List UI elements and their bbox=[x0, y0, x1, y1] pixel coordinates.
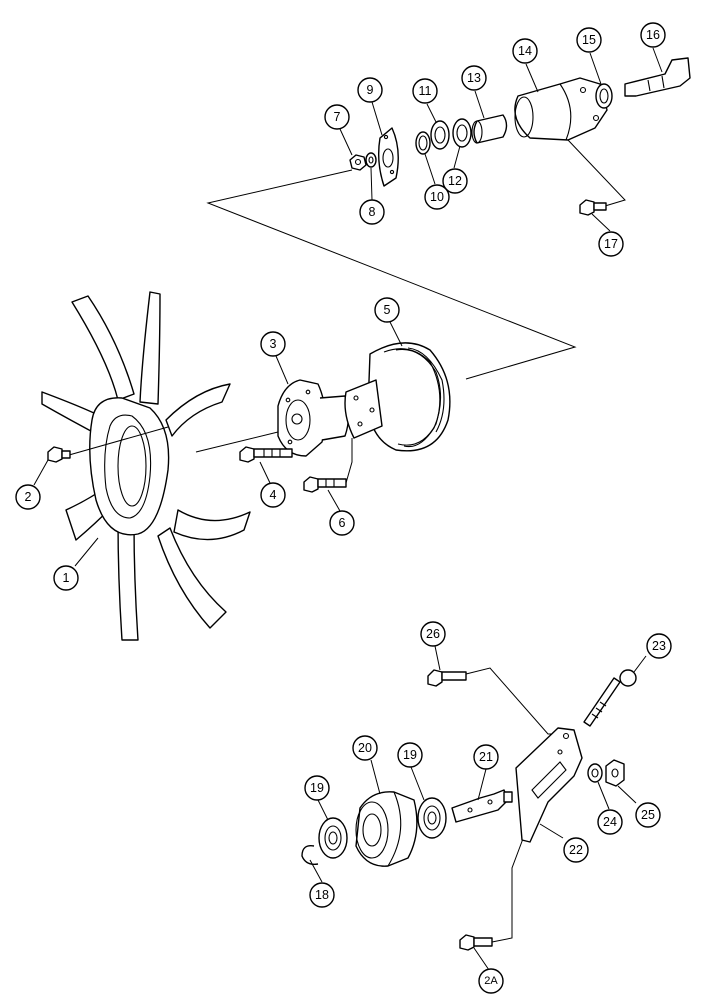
callout-17: 17 bbox=[598, 231, 624, 257]
svg-text:13: 13 bbox=[467, 71, 481, 85]
callout-18: 18 bbox=[309, 882, 335, 908]
svg-text:2: 2 bbox=[25, 490, 32, 504]
svg-text:16: 16 bbox=[646, 28, 660, 42]
svg-text:23: 23 bbox=[652, 639, 666, 653]
svg-text:18: 18 bbox=[315, 888, 329, 902]
svg-text:11: 11 bbox=[419, 84, 432, 98]
callout-26: 26 bbox=[420, 621, 446, 647]
svg-text:26: 26 bbox=[426, 627, 440, 641]
svg-text:10: 10 bbox=[430, 190, 444, 204]
callout-4: 4 bbox=[260, 482, 286, 508]
washer-part-8 bbox=[365, 152, 377, 168]
svg-text:3: 3 bbox=[270, 337, 277, 351]
callout-15: 15 bbox=[576, 27, 602, 53]
callout-22: 22 bbox=[563, 837, 589, 863]
svg-text:8: 8 bbox=[369, 205, 376, 219]
callout-7: 7 bbox=[324, 104, 350, 130]
bearing-part-19-left bbox=[318, 817, 348, 859]
callout-1: 1 bbox=[53, 565, 79, 591]
callout-10: 10 bbox=[424, 184, 450, 210]
svg-text:15: 15 bbox=[582, 33, 596, 47]
shaft-part-21 bbox=[451, 789, 513, 823]
pump-shaft-assembly bbox=[206, 57, 691, 380]
svg-text:12: 12 bbox=[448, 174, 462, 188]
bolt-part-17 bbox=[579, 199, 607, 216]
callout-19-right: 19 bbox=[397, 742, 423, 768]
svg-text:6: 6 bbox=[339, 516, 346, 530]
bearing-part-11 bbox=[430, 120, 450, 150]
svg-text:19: 19 bbox=[310, 781, 324, 795]
shaft-part-16 bbox=[624, 57, 691, 97]
callout-19-left: 19 bbox=[304, 775, 330, 801]
callout-11: 11 bbox=[412, 78, 438, 104]
callout-9: 9 bbox=[357, 77, 383, 103]
bracket-part-22 bbox=[515, 727, 583, 843]
callouts: 1 2 2A 3 4 5 6 7 8 9 10 11 12 13 14 15 1… bbox=[15, 22, 672, 994]
callout-14: 14 bbox=[512, 38, 538, 64]
callout-16: 16 bbox=[640, 22, 666, 48]
svg-text:2A: 2A bbox=[484, 975, 498, 987]
svg-text:1: 1 bbox=[63, 571, 70, 585]
nut-part-25 bbox=[605, 759, 625, 787]
bolt-part-6 bbox=[303, 476, 347, 493]
washer-part-24 bbox=[587, 763, 603, 783]
fan-pulley-assembly bbox=[41, 291, 451, 641]
bolt-part-2a bbox=[459, 934, 493, 951]
svg-text:4: 4 bbox=[270, 488, 277, 502]
callout-2a: 2A bbox=[478, 968, 504, 994]
idler-assembly bbox=[301, 667, 637, 951]
svg-text:22: 22 bbox=[569, 843, 583, 857]
callout-3: 3 bbox=[260, 331, 286, 357]
svg-text:5: 5 bbox=[384, 303, 391, 317]
spacer-part-13 bbox=[471, 114, 508, 144]
bearing-part-19-right bbox=[417, 797, 447, 839]
bolt-part-4 bbox=[239, 446, 293, 463]
callout-2: 2 bbox=[15, 484, 41, 510]
housing-part-14 bbox=[514, 77, 608, 141]
hub-part-3 bbox=[277, 379, 350, 457]
svg-text:21: 21 bbox=[479, 750, 493, 764]
snap-ring-part-10 bbox=[415, 131, 431, 155]
callout-8: 8 bbox=[359, 199, 385, 225]
callout-25: 25 bbox=[635, 802, 661, 828]
svg-text:14: 14 bbox=[518, 44, 532, 58]
svg-text:9: 9 bbox=[367, 83, 374, 97]
bolt-part-2 bbox=[47, 446, 71, 463]
flange-part-9 bbox=[377, 127, 399, 187]
leader-lines bbox=[33, 47, 663, 971]
callout-13: 13 bbox=[461, 65, 487, 91]
svg-text:24: 24 bbox=[603, 815, 617, 829]
svg-text:19: 19 bbox=[403, 748, 417, 762]
callout-21: 21 bbox=[473, 744, 499, 770]
svg-text:20: 20 bbox=[358, 741, 372, 755]
bolt-part-26 bbox=[427, 669, 467, 687]
callout-6: 6 bbox=[329, 510, 355, 536]
callout-20: 20 bbox=[352, 735, 378, 761]
callout-24: 24 bbox=[597, 809, 623, 835]
callout-12: 12 bbox=[442, 168, 468, 194]
callout-5: 5 bbox=[374, 297, 400, 323]
svg-text:7: 7 bbox=[334, 110, 341, 124]
bearing-part-12 bbox=[452, 118, 472, 148]
svg-text:25: 25 bbox=[641, 808, 655, 822]
rod-part-23 bbox=[583, 669, 637, 727]
snap-ring-part-18 bbox=[301, 845, 319, 866]
nut-part-7 bbox=[349, 154, 367, 171]
pulley-part-5 bbox=[344, 342, 451, 452]
seal-part-15 bbox=[595, 83, 613, 109]
pulley-part-20 bbox=[355, 791, 418, 867]
fan-part-1 bbox=[41, 291, 251, 641]
callout-23: 23 bbox=[646, 633, 672, 659]
svg-text:17: 17 bbox=[604, 237, 618, 251]
